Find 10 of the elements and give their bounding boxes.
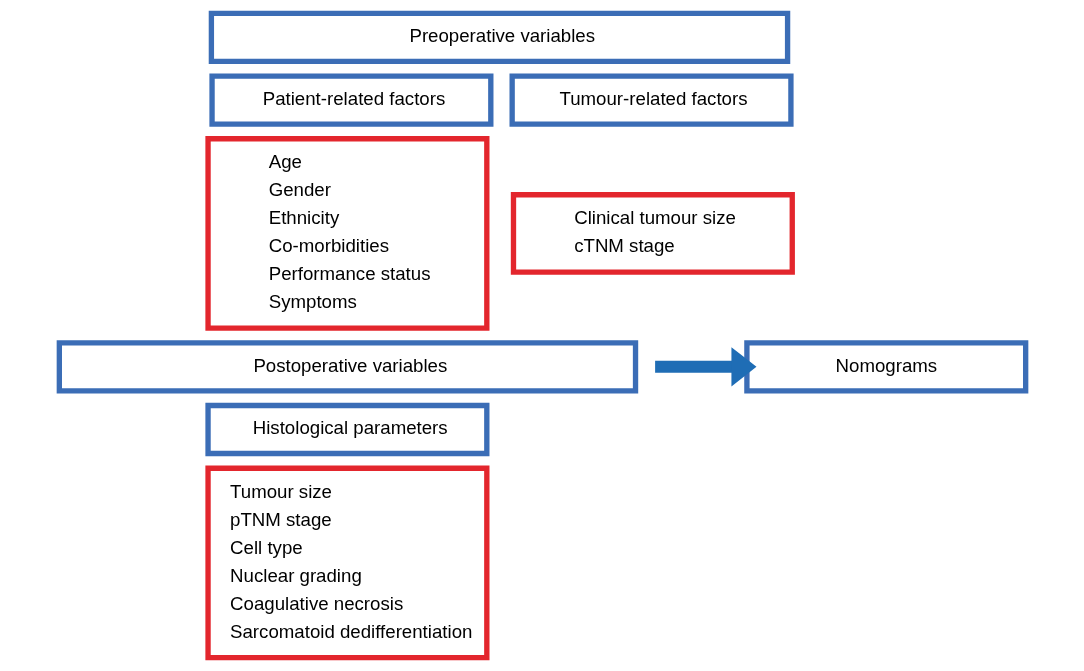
node-box: Age Gender Ethnicity Co-morbidities Performance status Symptoms (204, 136, 489, 331)
arrow (654, 347, 756, 387)
node-box: Histological parameters (204, 402, 489, 457)
node-box: Tumour-related factors (509, 73, 794, 127)
node-box: Nomograms (743, 340, 1028, 394)
node-box: Preoperative variables (208, 10, 790, 65)
node-box: Patient-related factors (208, 73, 493, 127)
node-box: Clinical tumour size cTNM stage (510, 192, 795, 275)
node-box: Postoperative variables (56, 340, 638, 394)
node-box: Tumour size pTNM stage Cell type Nuclear grading Coagulative necrosis Sarcomatoid dedifferentiation (204, 465, 489, 661)
